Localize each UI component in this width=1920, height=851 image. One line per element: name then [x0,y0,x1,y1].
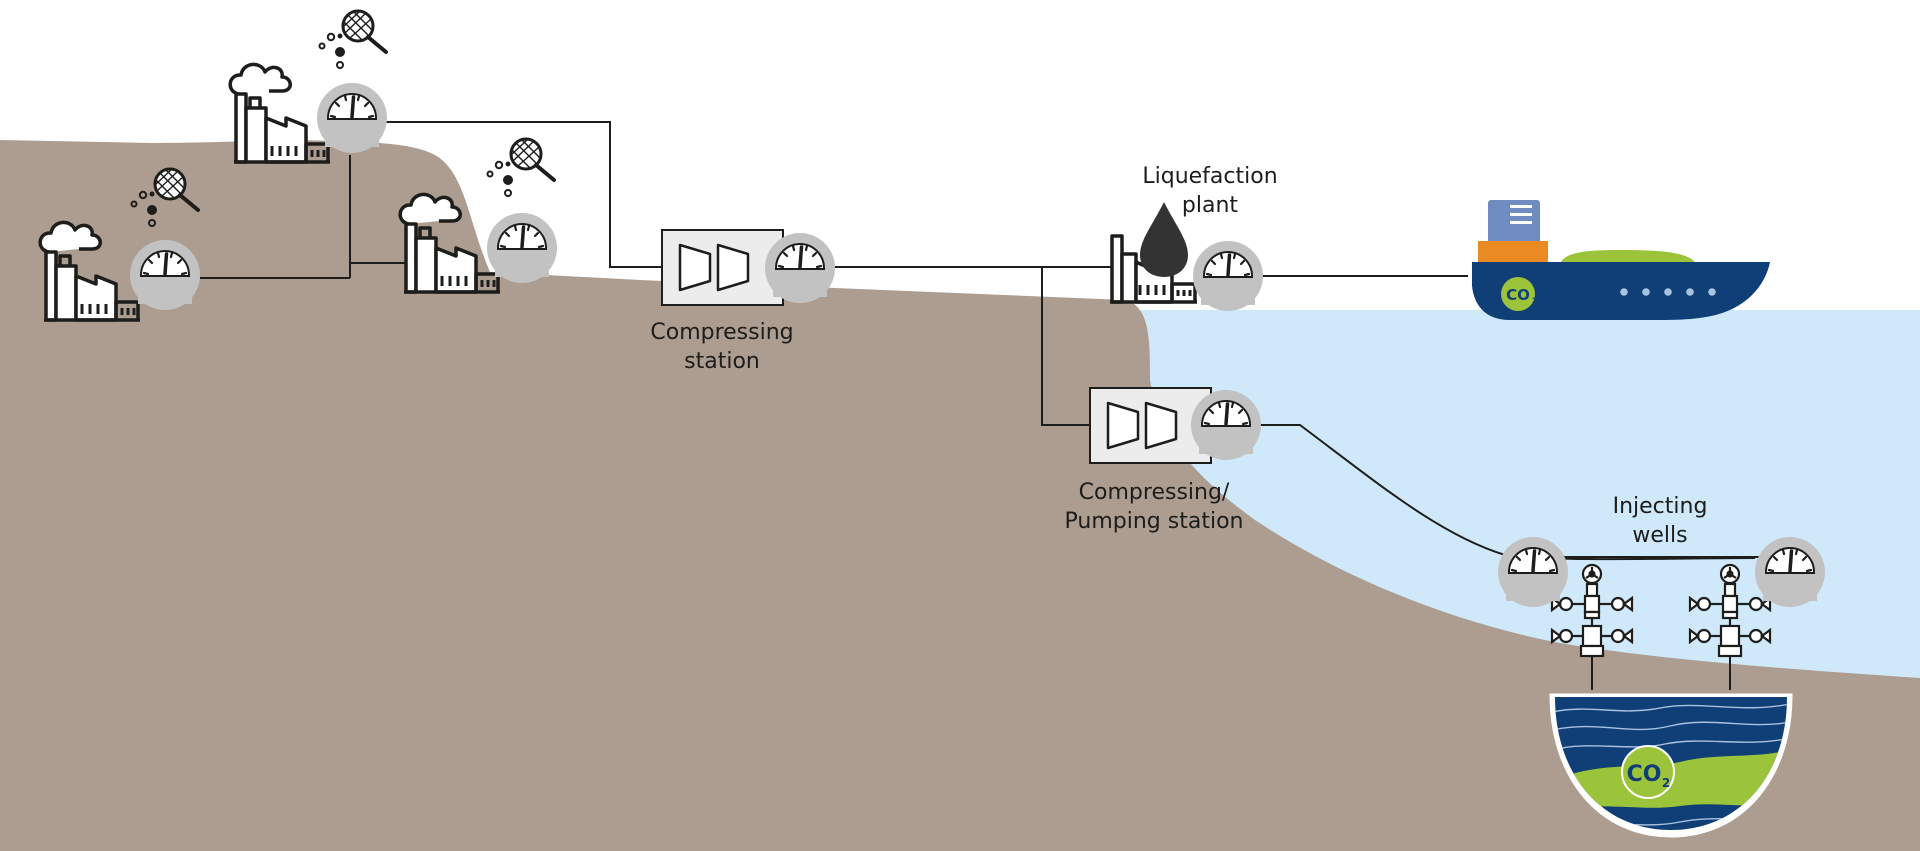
co2-reservoir: CO 2 [1549,693,1793,838]
label-liquefaction-plant: Liquefaction plant [1142,162,1277,220]
pressure-gauge-icon [1189,388,1263,462]
pressure-gauge-icon [1191,239,1265,313]
pressure-gauge-icon [128,238,202,312]
pressure-gauge-icon [1496,535,1570,609]
label-line: Pumping station [1064,509,1244,534]
label-line: plant [1181,193,1239,218]
label-pumping-station: Compressing/ Pumping station [1065,478,1244,536]
label-line: Compressing/ [1078,480,1230,505]
label-line: wells [1632,523,1688,548]
liquid-drop-icon [1140,202,1188,277]
emitter-factory-2 [228,9,389,164]
ground-land [0,140,1920,851]
pressure-gauge-icon [1753,535,1827,609]
co2-ship: CO 2 [1472,200,1770,320]
pumping-station [1088,386,1263,465]
injecting-wells [1496,535,1827,658]
label-line: Injecting [1612,494,1708,519]
reservoir-co2-subscript: 2 [1662,776,1670,790]
pressure-gauge-icon [763,231,837,305]
ship-co2-label: CO [1506,286,1530,304]
label-compressing-station: Compressing station [650,318,793,376]
compressing-station [660,228,837,307]
pressure-gauge-icon [485,211,559,285]
liquefaction-plant [1110,202,1265,313]
reservoir-co2-label: CO [1627,762,1662,787]
label-line: station [684,349,760,374]
label-line: Compressing [650,320,794,345]
ship-co2-subscript: 2 [1532,297,1538,307]
label-injecting-wells: Injecting wells [1613,492,1708,550]
label-line: Liquefaction [1142,164,1278,189]
pressure-gauge-icon [315,81,389,155]
